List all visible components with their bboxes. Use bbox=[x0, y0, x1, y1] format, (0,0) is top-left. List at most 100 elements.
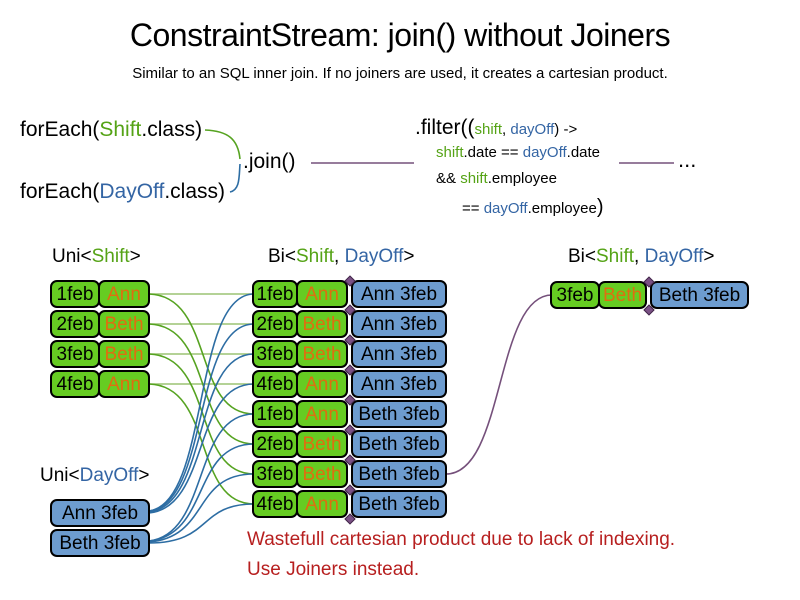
shift-date-cell: 3feb bbox=[50, 340, 100, 368]
shift-employee-cell: Beth bbox=[296, 340, 348, 368]
dayoff-arg-token: dayOff bbox=[510, 121, 555, 138]
shift-date-cell: 2feb bbox=[50, 310, 100, 338]
code-foreach-dayoff: forEach(DayOff.class) bbox=[20, 180, 225, 204]
label-text: Uni< bbox=[52, 246, 92, 267]
shift-employee-cell: Beth bbox=[296, 430, 348, 458]
label-text: Uni< bbox=[40, 465, 80, 486]
code-filter-line1: .filter((shift, dayOff) -> bbox=[415, 116, 577, 140]
wire-shift4-bi8 bbox=[148, 383, 255, 505]
wire-beth-bi7 bbox=[148, 473, 255, 543]
code-text: .date bbox=[566, 144, 601, 161]
label-text: > bbox=[138, 465, 150, 486]
label-text: DayOff bbox=[344, 246, 404, 267]
wire-beth-bi6 bbox=[148, 443, 255, 542]
code-filter-line4: == dayOff.employee) bbox=[462, 196, 604, 219]
dayoff-cell: Ann 3feb bbox=[351, 340, 447, 368]
code-text: .class) bbox=[164, 180, 226, 203]
shift-arg-token: shift bbox=[436, 144, 464, 161]
label-text: Shift bbox=[91, 246, 130, 267]
page-title: ConstraintStream: join() without Joiners bbox=[129, 17, 671, 53]
shift-employee-cell: Ann bbox=[98, 370, 150, 398]
label-text: > bbox=[129, 246, 141, 267]
code-text: .employee bbox=[487, 170, 557, 187]
dayoff-cell: Beth 3feb bbox=[351, 460, 447, 488]
wire-bi7-result bbox=[445, 294, 553, 475]
wire-shift2-bi6 bbox=[148, 323, 255, 445]
code-text: .date == bbox=[463, 144, 523, 161]
dayoff-class-token: DayOff bbox=[99, 180, 165, 203]
shift-arg-token: shift bbox=[460, 170, 488, 187]
label-text: DayOff bbox=[79, 465, 139, 486]
dayoff-cell: Ann 3feb bbox=[50, 499, 150, 527]
dayoff-row: Beth 3feb bbox=[50, 529, 150, 557]
brace-dayoff-to-join-line bbox=[229, 163, 241, 193]
label-text: , bbox=[334, 246, 345, 267]
shift-date-cell: 1feb bbox=[252, 400, 298, 428]
shift-employee-cell: Beth bbox=[598, 281, 647, 309]
label-text: Shift bbox=[296, 246, 335, 267]
shift-employee-cell: Beth bbox=[296, 310, 348, 338]
shift-arg-token: shift bbox=[474, 121, 503, 138]
code-foreach-shift: forEach(Shift.class) bbox=[20, 118, 202, 142]
wire-shift1-bi5 bbox=[148, 293, 255, 415]
label-text: , bbox=[634, 246, 645, 267]
label-text: DayOff bbox=[644, 246, 704, 267]
wire-ann-bi2 bbox=[148, 323, 255, 512]
dayoff-cell: Beth 3feb bbox=[351, 430, 447, 458]
code-ellipsis: ... bbox=[678, 147, 697, 172]
code-text: , bbox=[502, 121, 511, 138]
dayoff-cell: Beth 3feb bbox=[351, 490, 447, 518]
shift-date-cell: 4feb bbox=[252, 490, 298, 518]
shift-employee-cell: Beth bbox=[98, 340, 150, 368]
wire-ann-bi4 bbox=[148, 383, 255, 514]
warning-line1: Wastefull cartesian product due to lack … bbox=[247, 529, 676, 550]
bi-right-label: Bi<Shift, DayOff> bbox=[568, 246, 714, 268]
warning-line2: Use Joiners instead. bbox=[247, 559, 420, 580]
code-text: ) bbox=[596, 196, 604, 218]
shift-class-token: Shift bbox=[99, 118, 142, 141]
shift-date-cell: 1feb bbox=[50, 280, 100, 308]
bi-label: Bi<Shift, DayOff> bbox=[268, 246, 414, 268]
brace-shift-to-join-line bbox=[204, 129, 241, 160]
code-join: .join() bbox=[243, 150, 296, 173]
uni-dayoff-label: Uni<DayOff> bbox=[40, 465, 150, 487]
dayoff-cell: Beth 3feb bbox=[351, 400, 447, 428]
shift-date-cell: 1feb bbox=[252, 280, 298, 308]
shift-employee-cell: Ann bbox=[296, 490, 348, 518]
shift-employee-cell: Beth bbox=[296, 460, 348, 488]
dayoff-cell: Ann 3feb bbox=[351, 310, 447, 338]
shift-date-cell: 3feb bbox=[550, 281, 600, 309]
dayoff-cell: Ann 3feb bbox=[351, 280, 447, 308]
code-text: forEach( bbox=[20, 118, 100, 141]
code-filter-line2: shift.date == dayOff.date bbox=[436, 144, 600, 161]
code-filter-line3: && shift.employee bbox=[436, 170, 557, 187]
code-text: forEach( bbox=[20, 180, 100, 203]
wire-beth-bi8 bbox=[148, 503, 255, 544]
dayoff-row: Ann 3feb bbox=[50, 499, 150, 527]
code-text: == bbox=[462, 200, 484, 217]
page-subtitle: Similar to an SQL inner join. If no join… bbox=[132, 65, 668, 82]
code-text: .filter(( bbox=[415, 116, 475, 139]
shift-date-cell: 2feb bbox=[252, 310, 298, 338]
uni-shift-label: Uni<Shift> bbox=[52, 246, 141, 268]
code-text: && bbox=[436, 170, 461, 187]
shift-employee-cell: Ann bbox=[296, 400, 348, 428]
label-text: > bbox=[703, 246, 715, 267]
dayoff-cell: Beth 3feb bbox=[650, 281, 749, 309]
label-text: Bi< bbox=[268, 246, 296, 267]
code-text: .employee bbox=[527, 200, 597, 217]
shift-date-cell: 4feb bbox=[50, 370, 100, 398]
shift-employee-cell: Ann bbox=[98, 280, 150, 308]
